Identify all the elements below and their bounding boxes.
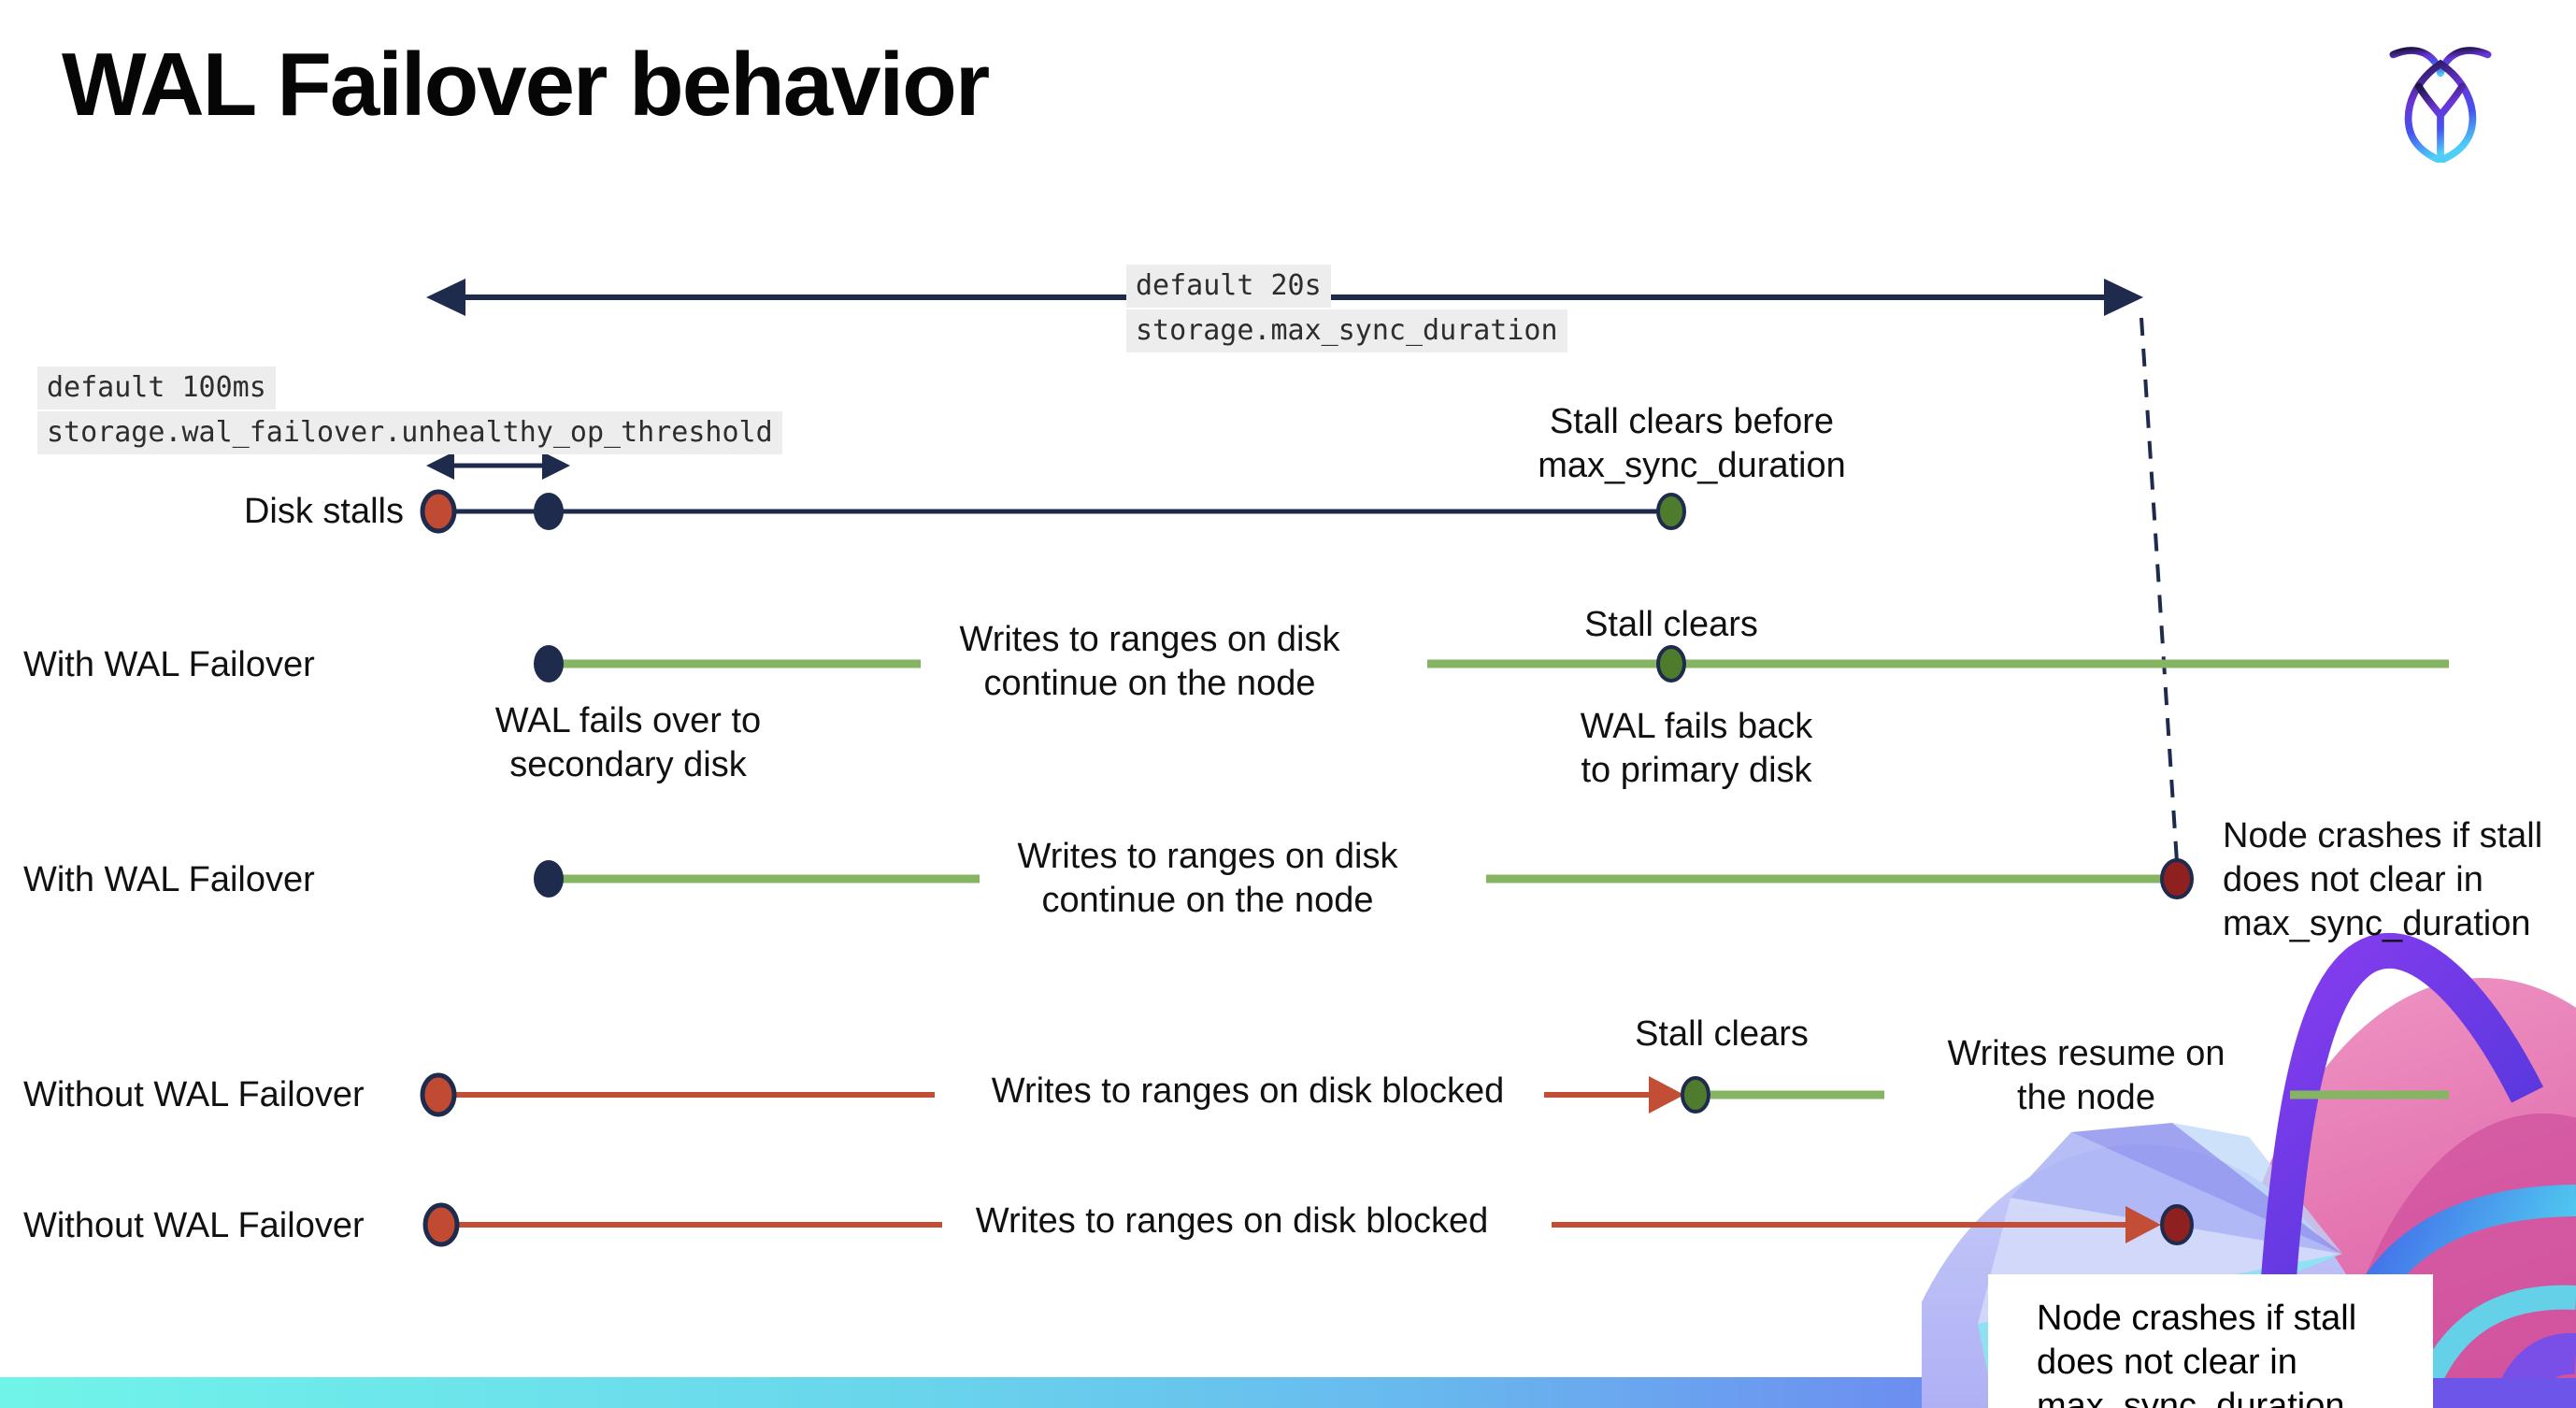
row-label-disk-stalls: Disk stalls: [243, 492, 404, 531]
max-sync-default-chip: default 20s: [1126, 265, 1331, 308]
stall-start-dot: [420, 489, 457, 534]
stall-clears-label-1: Stall clears: [1584, 605, 1758, 644]
blocked-arrowhead: [1649, 1076, 1684, 1113]
cockroachdb-logo-icon: [2389, 47, 2492, 163]
stall-clears-dot: [1681, 1076, 1710, 1113]
stall-clears-label-2: Stall clears: [1635, 1014, 1809, 1054]
row-label-without-wal-failover-1: Without WAL Failover: [23, 1075, 365, 1114]
unhealthy-op-default-chip: default 100ms: [37, 366, 276, 409]
wal-fails-over-label: WAL fails over to secondary disk: [494, 701, 762, 784]
page-title: WAL Failover behavior: [62, 35, 990, 135]
crash-label-box: Node crashes if stall does not clear in …: [1988, 1274, 2433, 1408]
writes-continue-label-2: Writes to ranges on disk continue on the…: [1017, 837, 1398, 920]
stall-clears-dot: [1656, 645, 1686, 682]
max-sync-setting-chip: storage.max_sync_duration: [1126, 309, 1567, 352]
writes-continue-label-1: Writes to ranges on disk continue on the…: [959, 620, 1340, 703]
node-crashes-label: Node crashes if stall does not clear in …: [2037, 1299, 2357, 1408]
stall-clears-before-label: Stall clears before max_sync_duration: [1538, 402, 1846, 485]
wal-fails-back-label: WAL fails back to primary disk: [1580, 707, 1813, 790]
writes-blocked-label-1: Writes to ranges on disk blocked: [991, 1071, 1505, 1111]
failover-threshold-dot: [534, 493, 564, 530]
writes-blocked-label-2: Writes to ranges on disk blocked: [975, 1201, 1489, 1241]
timeline-disk-stalls: [420, 489, 1686, 534]
stall-start-dot: [420, 1072, 457, 1117]
failover-dot: [534, 645, 564, 682]
stall-start-dot: [422, 1202, 460, 1247]
stall-clears-dot: [1656, 493, 1686, 530]
row-label-without-wal-failover-2: Without WAL Failover: [23, 1206, 365, 1245]
writes-resume-label: Writes resume on the node: [1947, 1034, 2225, 1117]
row-label-with-wal-failover-1: With WAL Failover: [23, 645, 315, 684]
unhealthy-op-threshold-arrow: [426, 452, 570, 480]
failover-dot: [534, 860, 564, 898]
row-label-with-wal-failover-2: With WAL Failover: [23, 860, 315, 899]
unhealthy-op-setting-chip: storage.wal_failover.unhealthy_op_thresh…: [37, 411, 782, 454]
timeline-with-wal-failover-1: [534, 645, 2449, 682]
node-crashes-label-1: Node crashes if stall does not clear in …: [2223, 816, 2543, 943]
max-sync-deadline-dashed-line: [2140, 317, 2179, 863]
node-crash-dot: [2160, 858, 2194, 899]
